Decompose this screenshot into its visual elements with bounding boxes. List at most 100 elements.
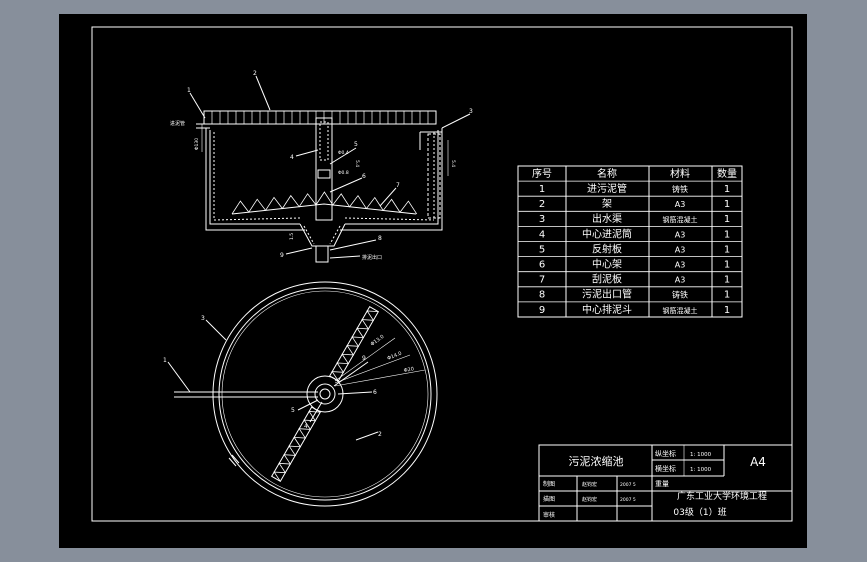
dim-label-3: 5.4 [450,160,456,167]
parts-table-cell: 1 [724,244,730,255]
truss-members [211,111,429,124]
leader-outlet [329,255,361,259]
section-labels: 1 2 3 4 5 6 7 8 9 进泥管 排泥出口 Φ130 Φ0.4 Φ0.… [170,70,473,261]
parts-table-cell: A3 [675,200,686,209]
plan-truss-zigzag [273,410,321,482]
dim-label-0: Φ130 [194,138,200,150]
plan-dim-3 [334,369,426,387]
plan-callout-5: 5 [291,407,295,414]
title-block-grid [651,445,725,521]
parts-table-cell: 7 [539,275,545,286]
traced-by-name: 赵钧宏 [582,496,597,503]
drawing-canvas: 1 2 3 4 5 6 7 8 9 进泥管 排泥出口 Φ130 Φ0.4 Φ0.… [91,26,793,522]
parts-table-cell: 4 [539,229,545,240]
title-block-border [538,444,793,522]
title-block-signature-columns [576,476,618,521]
plan-leader-1 [167,361,191,393]
callout-8: 8 [378,235,382,242]
parts-table-cell: 中心进泥筒 [582,227,632,240]
parts-table-cell: 钢筋混凝土 [663,215,698,224]
inlet-label: 进泥管 [170,120,185,127]
scraper-arm [231,203,417,215]
callout-1: 1 [187,87,191,94]
leader-4 [295,149,319,157]
parts-table-cell: 9 [539,305,545,316]
dim-label-1: Φ0.4 [338,150,349,156]
parts-table-cell: 1 [724,259,730,270]
drawing-frame [91,26,793,522]
drawn-date: 2007 5 [620,482,636,488]
parts-table-cell: A3 [675,276,686,285]
plan-view [167,281,438,507]
leader-7 [379,187,397,207]
parts-table-cell: 1 [539,184,545,195]
plan-center-pipe [319,388,331,400]
plan-callout-2: 2 [378,431,382,438]
vertical-scale-value: 1: 1000 [690,452,712,458]
parts-table-cell: 6 [539,259,545,270]
tank-wall-outer [205,128,443,231]
parts-table-cell: 架 [602,198,612,210]
parts-table-cell: 铸铁 [672,290,688,300]
parts-table-cell: 1 [724,275,730,286]
reviewed-by-label: 审核 [543,511,555,519]
horizontal-scale-value: 1: 1000 [690,467,712,473]
plan-dim-label-2: Φ20 [403,366,414,374]
callout-6: 6 [362,173,366,180]
plan-dim-1 [334,337,396,382]
parts-table-cell: 钢筋混凝土 [663,306,698,315]
sludge-hopper [299,223,346,247]
inlet-pipe [196,123,210,129]
plan-outer-wall [212,281,438,507]
parts-table-cell: 污泥出口管 [582,288,632,301]
parts-table-cell: 8 [539,290,545,301]
dim-label-5: 1.5 [289,233,295,240]
parts-table-cell: 1 [724,199,730,210]
plan-leader-9 [333,361,369,387]
parts-table [517,165,743,318]
plan-center-drum [306,375,344,413]
parts-table-cell: 反射板 [592,242,622,255]
callout-3: 3 [469,108,473,115]
plan-inner-wall [218,287,432,501]
weight-label: 重量 [655,480,669,488]
drawn-by-name: 赵钧宏 [582,481,597,488]
center-column [315,117,333,221]
parts-table-cell: 3 [539,214,545,225]
title-block-hlines [539,475,792,507]
plan-truss-arm-a [270,305,380,483]
plan-feed-ring [314,383,336,405]
parts-table-cell: 5 [539,244,545,255]
parts-table-cell: 中心架 [592,257,622,270]
callout-9: 9 [280,252,284,259]
parts-table-cell: A3 [675,245,686,254]
scraper-truss [231,191,418,215]
parts-table-cell: 出水渠 [592,212,622,225]
plan-callout-9: 9 [362,355,366,362]
scraper-zigzag-line [231,191,418,215]
parts-table-cell: 2 [539,199,545,210]
center-feed-tube [319,121,329,161]
dim-label-2: Φ0.8 [338,170,349,176]
wall-hatch [213,132,435,221]
drawing-title: 污泥浓缩池 [569,455,624,468]
plan-dim-2 [334,354,411,384]
parts-table-cell: 进污泥管 [587,182,627,195]
parts-table-header: 材料 [670,167,690,180]
drawing-sheet: 1 2 3 4 5 6 7 8 9 进泥管 排泥出口 Φ130 Φ0.4 Φ0.… [59,14,807,548]
parts-table-cell: 刮泥板 [592,273,622,286]
effluent-trough [419,131,443,154]
tank-wall-inner [209,130,439,225]
parts-table-cell: 中心排泥斗 [582,303,632,316]
plan-leader-4 [309,401,323,423]
hopper-hatch [303,225,341,245]
plan-labels: 1 2 3 4 5 6 9 Φ13.0 Φ14.0 Φ20 [163,315,415,438]
parts-table-cell: A3 [675,260,686,269]
parts-table-cell: 1 [724,184,730,195]
parts-table-cell: 铸铁 [672,184,688,194]
leader-8 [329,239,377,251]
leader-1 [189,92,206,119]
leader-3 [441,113,471,129]
leader-5 [329,147,357,165]
